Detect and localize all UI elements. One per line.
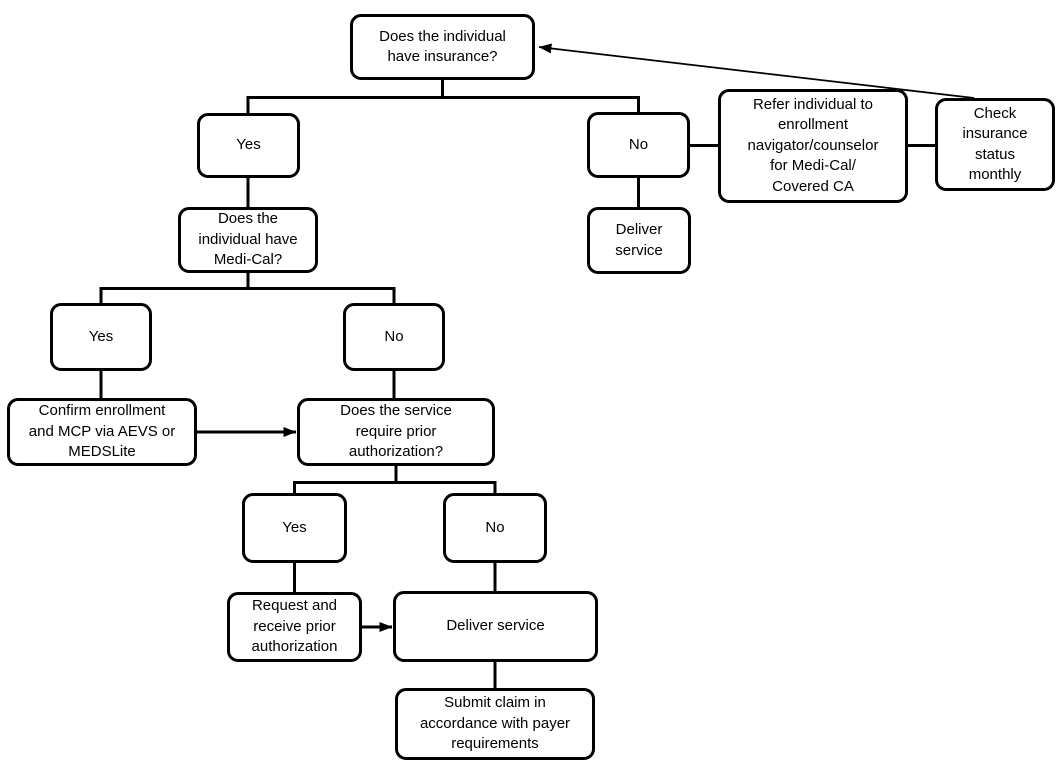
connector-branch-auth — [293, 481, 497, 494]
node-yes-medical: Yes — [50, 303, 152, 371]
node-deliver-service: Deliver service — [393, 591, 598, 662]
connector-branch-insurance — [246, 96, 640, 114]
node-yes-prior-auth: Yes — [242, 493, 347, 563]
node-yes-insurance: Yes — [197, 113, 300, 178]
node-confirm-enrollment-aevs: Confirm enrollment and MCP via AEVS or M… — [7, 398, 197, 466]
node-deliver-service-no-insurance: Deliver service — [587, 207, 691, 274]
node-refer-enrollment-navigator: Refer individual to enrollment navigator… — [718, 89, 908, 203]
node-submit-claim: Submit claim in accordance with payer re… — [395, 688, 595, 760]
node-no-insurance: No — [587, 112, 690, 178]
node-question-has-insurance: Does the individual have insurance? — [350, 14, 535, 80]
connector-branch-medical — [99, 287, 396, 304]
node-question-has-medical: Does the individual have Medi-Cal? — [178, 207, 318, 273]
node-no-medical: No — [343, 303, 445, 371]
node-check-insurance-monthly: Check insurance status monthly — [935, 98, 1055, 191]
node-no-prior-auth: No — [443, 493, 547, 563]
node-request-prior-authorization: Request and receive prior authorization — [227, 592, 362, 662]
node-question-prior-authorization: Does the service require prior authoriza… — [297, 398, 495, 466]
